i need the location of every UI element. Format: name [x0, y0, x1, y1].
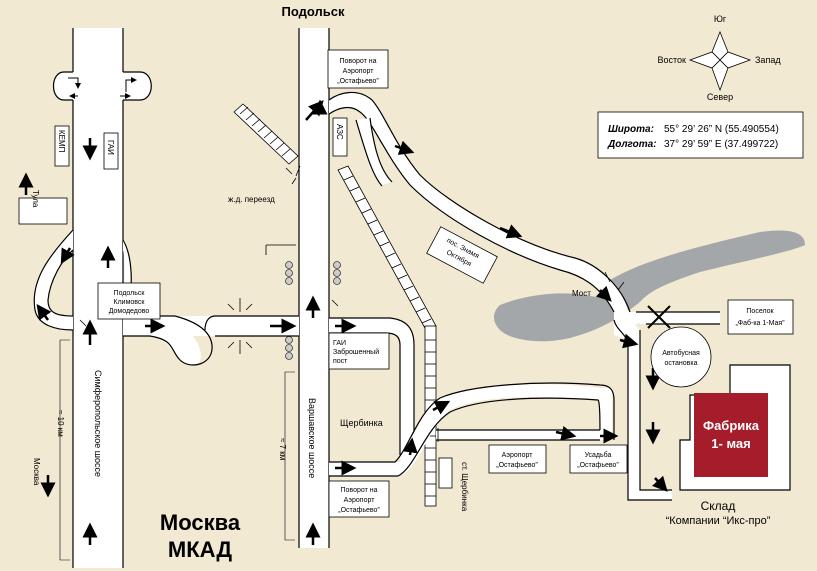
- airport-turn-top-2: Аэропорт: [343, 68, 375, 75]
- longitude-value: 37° 29’ 59” E (37.499722): [664, 139, 778, 150]
- city-top-label: Подольск: [282, 4, 345, 19]
- rail-crossing-label: ж.д. переезд: [228, 195, 275, 204]
- factory-building: [694, 393, 768, 477]
- factory-name-1: Фабрика: [703, 418, 760, 433]
- bus-stop-circle: [650, 326, 712, 388]
- airport-turn-bottom-3: „Остафьево”: [338, 507, 380, 514]
- gai-box-1: ГАИ: [333, 340, 346, 347]
- bus-stop-1: Автобусная: [662, 349, 700, 357]
- latitude-label: Широта:: [608, 124, 654, 135]
- station-label: ст. Щербинка: [460, 462, 469, 512]
- km7-label: ≈ 7 км: [278, 438, 287, 460]
- tula-label: Тула: [31, 190, 40, 208]
- poselok-2: „Фаб-ка 1-Мая”: [735, 319, 785, 327]
- usadba-box-1: Усадьба: [585, 451, 612, 459]
- kemp-label: КЕМП: [57, 130, 66, 153]
- podolsk-box-2: Климовск: [114, 299, 146, 306]
- compass-west: Запад: [755, 55, 781, 65]
- loop-arrows: [68, 77, 137, 99]
- factory-name-2: 1- мая: [711, 436, 750, 451]
- crossing-markers: [79, 165, 625, 442]
- podolsk-box-1: Подольск: [114, 290, 146, 297]
- compass-north: Север: [707, 92, 733, 102]
- station-platform: [438, 457, 453, 489]
- gai-left-label: ГАИ: [106, 140, 115, 155]
- airport-turn-top-3: „Остафьево”: [337, 78, 379, 85]
- river: [494, 230, 805, 342]
- distance-brackets: [59, 339, 295, 561]
- compass-rose: [688, 30, 752, 92]
- mkad-label: МКАД: [168, 537, 232, 562]
- gai-box-3: пост: [333, 358, 348, 365]
- road-closed-mark: [647, 305, 671, 329]
- azs-label: АЗС: [335, 124, 344, 140]
- airport-turn-top-1: Поворот на: [340, 58, 377, 65]
- latitude-value: 55° 29’ 26” N (55.490554): [664, 124, 779, 135]
- airport-turn-bottom-2: Аэропорт: [344, 497, 376, 504]
- airport-box-1: Аэропорт: [502, 452, 534, 459]
- compass-south: Юг: [714, 14, 727, 24]
- podolsk-box-3: Домодедово: [109, 308, 150, 315]
- airport-box-2: „Остафьево”: [496, 462, 538, 469]
- gai-box-2: Заброшенный: [333, 348, 379, 356]
- warehouse-label-1: Склад: [701, 499, 736, 513]
- label-boxes: [18, 49, 804, 518]
- airport-turn-bottom-1: Поворот на: [341, 487, 378, 494]
- most-label: Мост: [572, 289, 591, 298]
- factory-block: [679, 364, 791, 491]
- traffic-lights: [285, 261, 341, 360]
- moscow-left-label: Москва: [32, 458, 41, 486]
- bus-stop-2: остановка: [664, 360, 697, 367]
- varshavskoe-label: Варшавское шоссе: [307, 398, 317, 478]
- shcherbinka-label: Щербинка: [340, 418, 383, 428]
- usadba-box-2: „Остафьево”: [577, 462, 619, 469]
- city-bottom-label: Москва: [160, 510, 241, 535]
- longitude-label: Долгота:: [607, 139, 657, 150]
- compass-east: Восток: [658, 55, 687, 65]
- poselok-1: Поселок: [746, 308, 774, 315]
- simferopol-label: Симферопольское шоссе: [93, 370, 103, 477]
- route-arrows: [18, 99, 668, 545]
- km10-label: ≈ 10 км: [56, 410, 65, 437]
- warehouse-label-2: “Компании “Икс-про”: [666, 515, 771, 527]
